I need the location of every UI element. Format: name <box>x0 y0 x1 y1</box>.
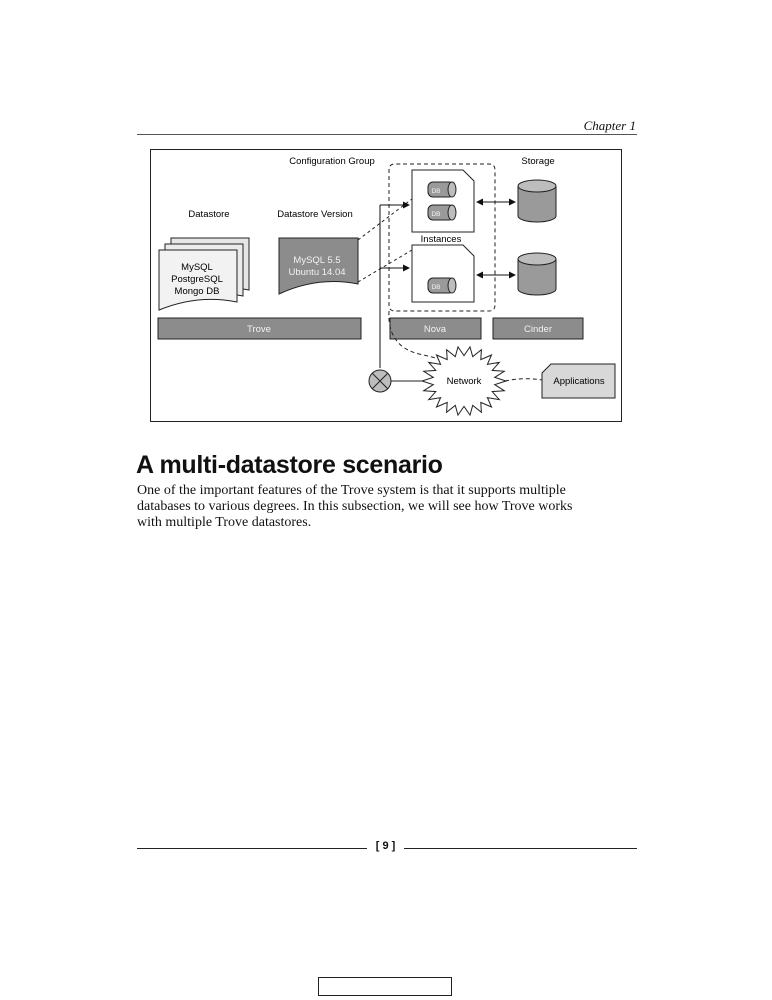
trove-bar: Trove <box>157 317 362 340</box>
header-divider <box>137 134 637 135</box>
datastore-postgresql: PostgreSQL <box>171 274 223 285</box>
instance-server-2: DB <box>411 244 475 303</box>
db-icon: DB <box>427 181 457 198</box>
version-link-lower <box>357 249 413 283</box>
cinder-bar: Cinder <box>492 317 584 340</box>
db-icon: DB <box>427 277 457 294</box>
cinder-label: Cinder <box>524 324 552 335</box>
applications-box: Applications <box>541 363 616 399</box>
section-title: A multi-datastore scenario <box>136 451 443 479</box>
configuration-group-label: Configuration Group <box>289 156 375 167</box>
architecture-diagram: Configuration Group Storage Datastore Da… <box>150 149 622 422</box>
page-number: [ 9 ] <box>375 840 396 852</box>
db-label: DB <box>431 188 440 195</box>
architecture-diagram-svg: Configuration Group Storage Datastore Da… <box>157 156 616 417</box>
storage-label: Storage <box>521 156 554 167</box>
instances-boundary <box>388 163 496 312</box>
nova-bar: Nova <box>389 317 482 340</box>
footer-divider-left <box>137 848 367 849</box>
datastore-mongodb: Mongo DB <box>175 286 220 297</box>
db-label: DB <box>431 284 440 291</box>
body-line: with multiple Trove datastores. <box>137 515 312 530</box>
datastore-mysql: MySQL <box>181 262 213 273</box>
network-label: Network <box>447 376 482 387</box>
bottom-frame <box>318 977 452 996</box>
applications-label: Applications <box>553 376 604 387</box>
body-line: databases to various degrees. In this su… <box>137 499 573 514</box>
version-ubuntu: Ubuntu 14.04 <box>288 267 345 278</box>
storage-volume-1 <box>517 179 557 223</box>
instance-server-1: DB DB <box>411 169 475 233</box>
instances-label: Instances <box>421 234 462 245</box>
nova-label: Nova <box>424 324 447 335</box>
datastore-label: Datastore <box>188 209 229 220</box>
footer-divider-right <box>404 848 637 849</box>
network-applications-link <box>504 378 543 382</box>
datastore-version-doc: MySQL 5.5 Ubuntu 14.04 <box>278 237 359 295</box>
network-burst <box>420 345 508 417</box>
trove-label: Trove <box>247 324 271 335</box>
network-cloud: Network <box>420 345 508 417</box>
version-mysql: MySQL 5.5 <box>293 255 340 266</box>
datastore-version-label: Datastore Version <box>277 209 353 220</box>
router-icon <box>368 369 392 393</box>
body-line: One of the important features of the Tro… <box>137 483 566 498</box>
db-icon: DB <box>427 204 457 221</box>
datastore-stack: MySQL PostgreSQL Mongo DB <box>158 237 250 311</box>
chapter-header: Chapter 1 <box>583 118 636 133</box>
section-body: One of the important features of the Tro… <box>137 483 607 531</box>
storage-volume-2 <box>517 252 557 296</box>
instances-network-link <box>388 310 452 365</box>
db-label: DB <box>431 211 440 218</box>
